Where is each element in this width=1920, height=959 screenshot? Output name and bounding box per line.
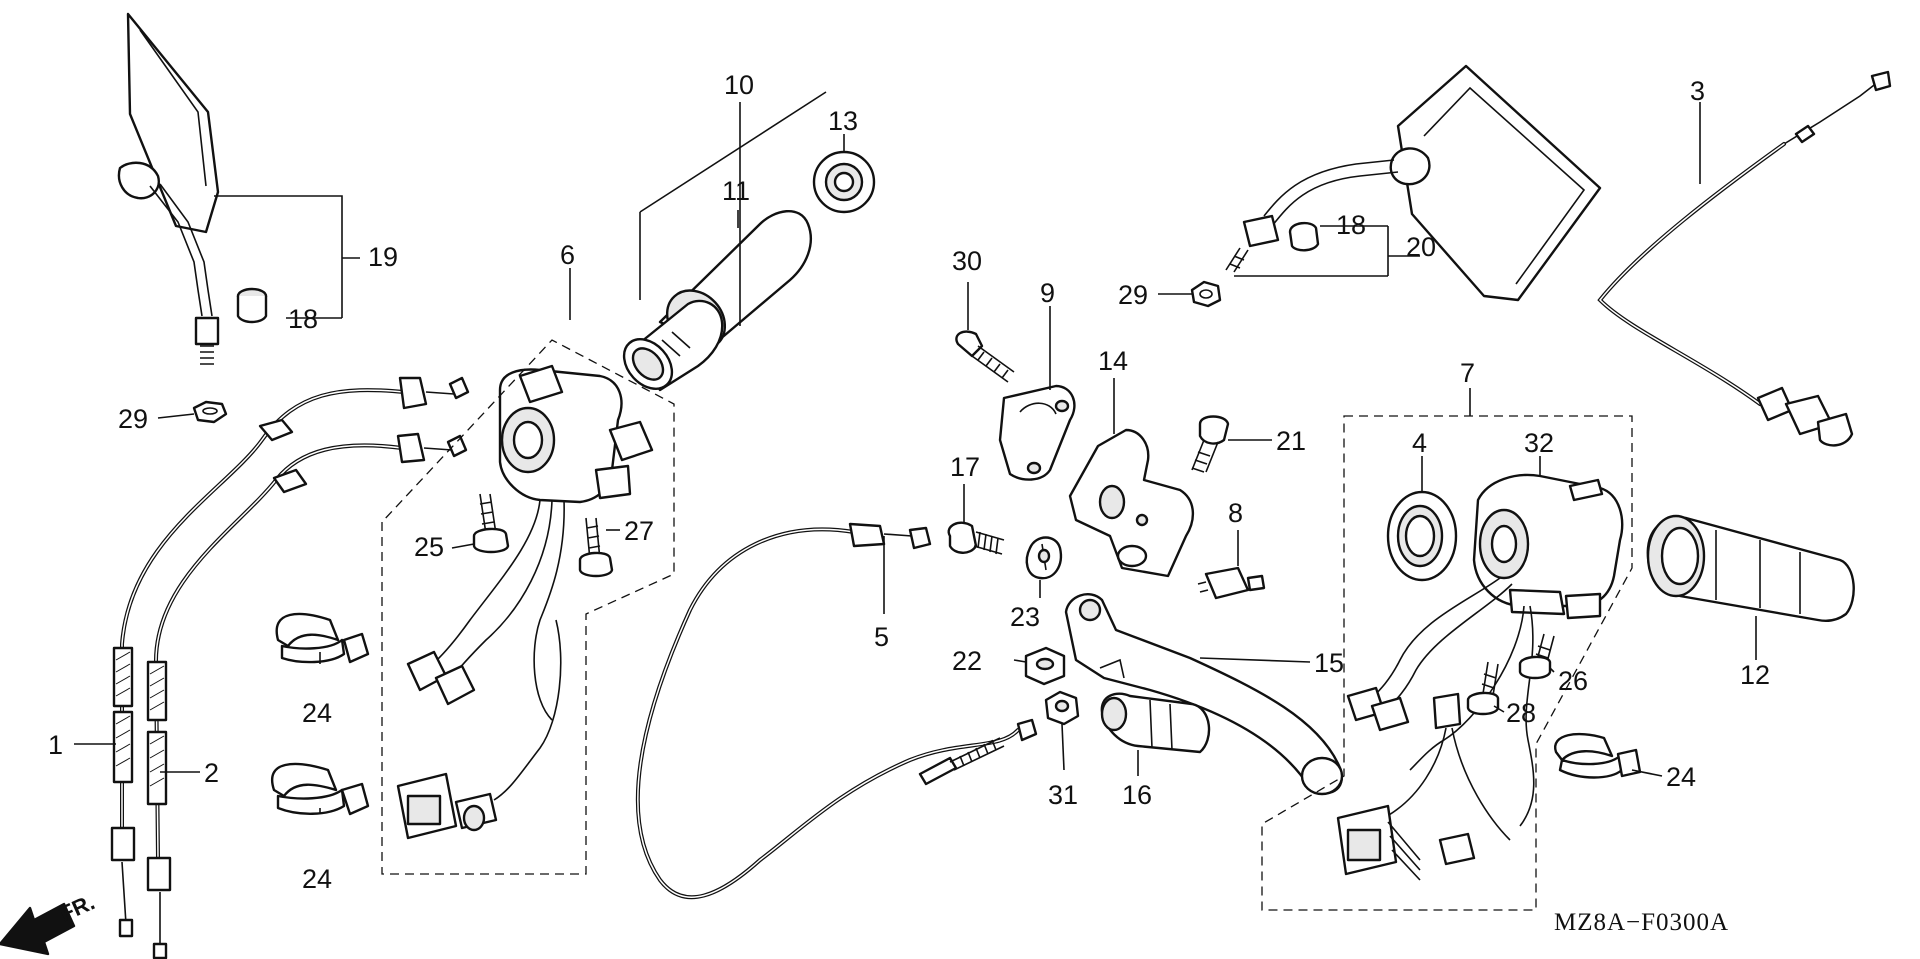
clip-24-upper-left	[275, 612, 370, 664]
callout-27: 27	[624, 516, 654, 546]
callout-8: 8	[1228, 498, 1243, 528]
callout-12: 12	[1740, 660, 1770, 690]
screw-28	[1466, 661, 1500, 716]
nut-18-left	[236, 287, 268, 324]
clutch-lever-15	[1064, 593, 1344, 796]
callout-24-upper-left: 24	[302, 698, 332, 728]
callout-1: 1	[48, 730, 63, 760]
nut-22	[1024, 646, 1066, 686]
lever-bracket-14	[1068, 428, 1194, 578]
screw-26	[1518, 633, 1555, 680]
switch-8	[1197, 566, 1266, 600]
callout-4: 4	[1412, 428, 1427, 458]
callout-29-left: 29	[118, 404, 148, 434]
callout-15: 15	[1314, 648, 1344, 678]
screw-27	[578, 517, 614, 578]
callout-3: 3	[1690, 76, 1705, 106]
front-direction-arrow: FR.	[0, 889, 98, 956]
throttle-grip	[622, 209, 812, 392]
callout-13: 13	[828, 106, 858, 136]
callout-32: 32	[1524, 428, 1554, 458]
pivot-23	[1025, 536, 1063, 580]
callout-6: 6	[560, 240, 575, 270]
callout-labels: 1 2 3 4 5 6 7 8 9 10 11 12 13 14 15 16 1…	[48, 70, 1770, 894]
callout-31: 31	[1048, 780, 1078, 810]
callout-26: 26	[1558, 666, 1588, 696]
group-box-7	[1261, 415, 1633, 911]
callout-2: 2	[204, 758, 219, 788]
right-mirror	[1225, 64, 1602, 302]
diagram-code: MZ8A−F0300A	[1554, 909, 1729, 936]
right-switch-housing	[1336, 473, 1624, 881]
callout-25: 25	[414, 532, 444, 562]
clip-24-lower-left	[271, 762, 370, 816]
left-switch-housing	[396, 364, 654, 840]
callout-18-right: 18	[1336, 210, 1366, 240]
callout-16: 16	[1122, 780, 1152, 810]
callout-24-right: 24	[1666, 762, 1696, 792]
callout-28: 28	[1506, 698, 1536, 728]
callout-11: 11	[722, 176, 750, 206]
bolt-30	[955, 330, 1015, 383]
callout-18-left: 18	[288, 304, 318, 334]
collar-13	[812, 150, 876, 214]
throttle-cables	[110, 376, 470, 959]
nut-18-right	[1288, 221, 1320, 252]
nut-31	[1044, 690, 1080, 726]
nut-29-left	[192, 400, 228, 424]
bolt-21	[1191, 415, 1230, 473]
callout-14: 14	[1098, 346, 1128, 376]
callout-24-lower-left: 24	[302, 864, 332, 894]
holder-9	[998, 384, 1076, 481]
spring-17	[947, 521, 1005, 555]
callout-17: 17	[950, 452, 980, 482]
clutch-cable	[635, 522, 1038, 900]
clip-24-right	[1554, 732, 1642, 779]
cable-3	[1597, 70, 1892, 447]
callout-10: 10	[724, 70, 754, 100]
callout-5: 5	[874, 622, 889, 652]
callout-7: 7	[1460, 358, 1475, 388]
collar-4	[1386, 490, 1458, 582]
callout-22: 22	[952, 646, 982, 676]
callout-9: 9	[1040, 278, 1055, 308]
leader-lines	[74, 91, 1757, 814]
lever-cover-16	[1100, 692, 1211, 754]
screw-25	[472, 493, 510, 554]
callout-21: 21	[1276, 426, 1306, 456]
callout-20: 20	[1406, 232, 1436, 262]
callout-29-right: 29	[1118, 280, 1148, 310]
callout-30: 30	[952, 246, 982, 276]
callout-19: 19	[368, 242, 398, 272]
left-mirror	[117, 12, 220, 365]
callout-23: 23	[1010, 602, 1040, 632]
grip-12	[1646, 514, 1855, 622]
nut-29-right	[1190, 280, 1222, 308]
